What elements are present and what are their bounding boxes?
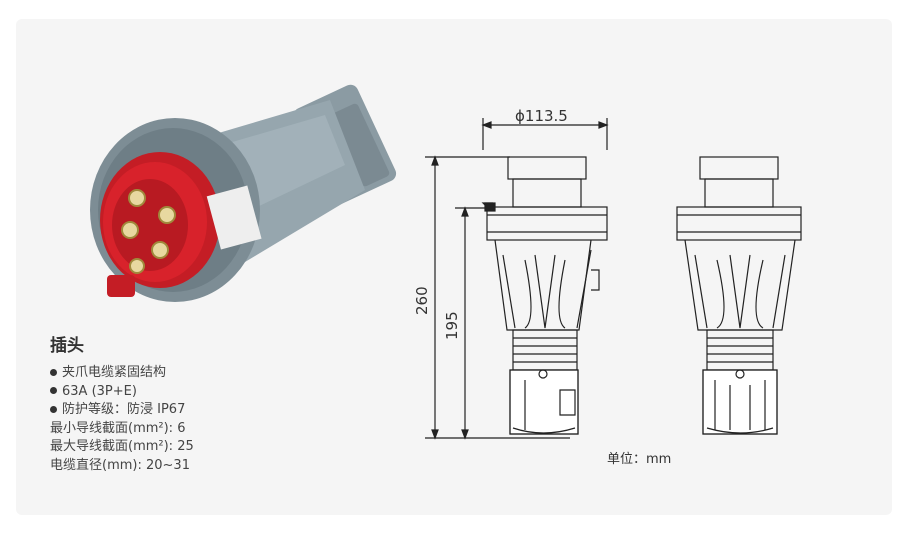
unit-label: 单位：mm (607, 452, 672, 467)
plug-side-view-drawing (481, 156, 608, 435)
spec-item: 夹爪电缆紧固结构 (50, 364, 194, 383)
red-industrial-plug-photo (90, 84, 397, 302)
diameter-label: ϕ113.5 (515, 107, 568, 125)
technical-drawing: ϕ113.5 260 195 (413, 107, 802, 440)
product-title: 插头 (50, 336, 84, 356)
spec-item: 防护等级：防浸 IP67 (50, 401, 194, 420)
plug-front-view-drawing (676, 156, 802, 435)
spec-list: 夹爪电缆紧固结构 63A (3P+E) 防护等级：防浸 IP67 最小导线截面(… (50, 364, 194, 475)
height-total-label: 260 (413, 286, 431, 315)
spec-item: 电缆直径(mm): 20~31 (50, 457, 190, 473)
spec-item: 最小导线截面(mm²): 6 (50, 420, 186, 436)
spec-item: 63A (3P+E) (50, 383, 194, 402)
bullet-icon (50, 387, 57, 394)
height-body-label: 195 (443, 311, 461, 340)
spec-item: 最大导线截面(mm²): 25 (50, 439, 194, 454)
bullet-icon (50, 405, 57, 413)
bullet-icon (50, 368, 57, 376)
